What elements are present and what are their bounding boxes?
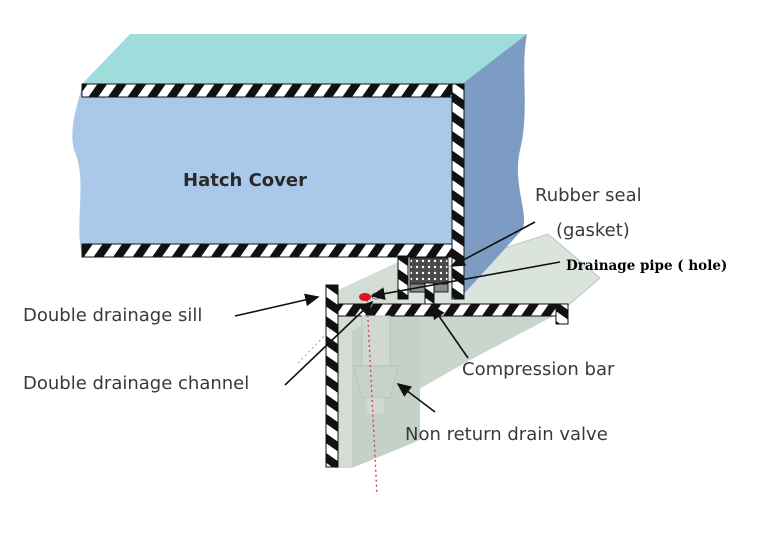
double-drainage-sill [325,284,339,468]
label-rubber-seal-line2: (gasket) [556,220,630,241]
hatch-cover-top [82,34,527,84]
hatch-cover-side [462,34,527,296]
leader-non-return-drain-valve [396,383,436,413]
label-double-drainage-channel: Double drainage channel [23,373,249,394]
hatch-bottom-plate [81,243,465,258]
label-rubber-seal-line1: Rubber seal [535,185,642,206]
rubber-seal-gasket [409,257,449,285]
coaming-plate-end [555,303,569,325]
label-drainage-pipe: Drainage pipe ( hole) [566,258,727,274]
hatch-cover [72,34,527,300]
leader-lines [234,221,561,413]
label-compression-bar: Compression bar [462,359,615,380]
gasket-holder-plate [397,255,409,300]
hatch-top-plate [81,83,465,98]
leader-double-drainage-sill [234,293,320,317]
drain-outlet [366,398,384,414]
leader-drainage-pipe [370,261,561,301]
leader-rubber-seal [450,221,536,267]
label-non-return-drain-valve: Non return drain valve [405,424,608,445]
hatch-cover-front [72,84,462,256]
leader-compression-bar [431,304,469,359]
label-double-drainage-sill: Double drainage sill [23,305,202,326]
drainage-hole-marker [359,293,371,301]
non-return-drain-valve [353,365,399,399]
drainage-pipe-stem [361,315,391,367]
label-hatch-cover: Hatch Cover [183,170,307,191]
leader-double-drainage-channel [284,300,374,386]
drainage-pipe-assembly [353,315,399,414]
hatch-end-plate [451,83,465,300]
